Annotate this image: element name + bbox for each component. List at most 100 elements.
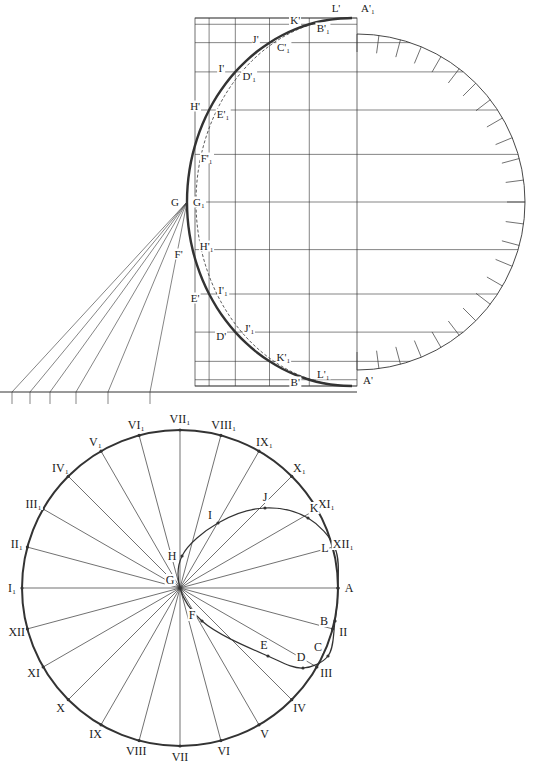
division-point: [290, 475, 293, 478]
curve-point: [326, 654, 329, 657]
division-point: [26, 546, 29, 549]
division-numeral: XII: [7, 626, 26, 638]
radial-tick: [476, 293, 490, 304]
division-numeral: X: [55, 702, 66, 714]
elevation-point-label: D'₁: [241, 70, 257, 81]
radius-line: [180, 588, 338, 589]
radial-tick: [502, 159, 519, 164]
radial-tick: [506, 180, 524, 182]
division-numeral: IV: [292, 702, 307, 714]
division-numeral: XI₁: [317, 498, 336, 510]
radial-tick: [502, 241, 519, 246]
illustration: [0, 18, 525, 748]
division-numeral: XI: [26, 667, 41, 679]
curve-point: [263, 506, 266, 509]
division-point: [99, 723, 102, 726]
radial-tick: [448, 321, 459, 335]
radial-tick: [463, 83, 476, 96]
grid-line: [269, 18, 270, 386]
development-semicircle: [357, 34, 525, 370]
radial-tick: [357, 34, 358, 52]
division-point: [138, 434, 141, 437]
division-numeral: I₁: [7, 582, 17, 594]
division-point: [26, 627, 29, 630]
fan-line: [50, 202, 187, 392]
plan-curve: [178, 508, 338, 668]
plan-point-label: L: [320, 542, 329, 554]
division-numeral: III₁: [25, 498, 43, 510]
reference-tick: [50, 392, 51, 404]
elevation-point-label: L': [331, 3, 342, 14]
elevation-point-label: E'₁: [216, 109, 231, 120]
radius-line: [139, 588, 180, 741]
elevation-point-label: L'₁: [316, 368, 331, 379]
elevation-point-label: H': [189, 101, 201, 112]
radius-line: [43, 509, 180, 588]
radial-tick: [414, 47, 421, 64]
ground-line: [0, 392, 357, 393]
radius-line: [27, 547, 180, 588]
projector-line: [195, 249, 518, 250]
division-point: [67, 698, 70, 701]
elevation-point-label: D': [215, 331, 227, 342]
plan-point-label: K: [309, 502, 320, 514]
radius-line: [68, 588, 180, 700]
division-numeral: X₁: [292, 462, 307, 474]
elevation-point-label: J'₁: [243, 323, 255, 334]
radius-line: [22, 588, 180, 589]
plan-point-label: H: [167, 550, 178, 562]
elevation-point-label: E': [190, 293, 201, 304]
projector-line: [195, 154, 518, 155]
radius-line: [27, 588, 180, 629]
plan-point-label: G: [165, 574, 176, 586]
division-numeral: VII: [171, 751, 190, 763]
radius-line: [180, 588, 317, 667]
elevation-point-label: A': [362, 375, 374, 386]
projector-line: [195, 379, 357, 380]
radial-tick: [414, 341, 421, 358]
curve-point: [306, 516, 309, 519]
radial-tick: [496, 259, 513, 266]
division-numeral: V₁: [88, 436, 103, 448]
division-numeral: V: [259, 728, 270, 740]
elevation-point-label: I': [217, 62, 225, 73]
division-point: [42, 665, 45, 668]
elevation-point-label: G: [170, 197, 180, 208]
hidden-curve: [196, 18, 352, 386]
division-numeral: VII₁: [169, 413, 192, 425]
radial-tick: [377, 35, 379, 53]
reference-tick: [12, 392, 13, 404]
fan-line: [30, 202, 187, 392]
radius-line: [139, 435, 180, 588]
division-point: [219, 434, 222, 437]
plan-point-label: C: [313, 641, 323, 653]
reference-tick: [150, 392, 151, 404]
radius-line: [180, 435, 221, 588]
curve-point: [301, 666, 304, 669]
radial-tick: [396, 347, 401, 364]
curve-point: [266, 654, 269, 657]
radius-line: [180, 588, 181, 746]
division-point: [99, 450, 102, 453]
radius-line: [43, 588, 180, 667]
radial-tick: [487, 118, 503, 127]
division-numeral: IX: [88, 728, 103, 740]
elevation-point-label: K': [289, 15, 301, 26]
division-numeral: A: [344, 582, 355, 594]
radial-tick: [463, 308, 476, 321]
elevation-point-label: F': [174, 248, 184, 259]
curve-point: [178, 586, 181, 589]
radial-tick: [476, 100, 490, 111]
projector-line: [195, 110, 498, 111]
division-point: [315, 665, 318, 668]
elevation-point-label: G₁: [192, 197, 206, 208]
radius-line: [180, 588, 333, 629]
division-numeral: VI₁: [127, 419, 146, 431]
radial-tick: [432, 57, 441, 73]
radius-line: [180, 588, 292, 700]
plan-point-label: I: [207, 509, 213, 521]
fan-line: [12, 202, 187, 392]
